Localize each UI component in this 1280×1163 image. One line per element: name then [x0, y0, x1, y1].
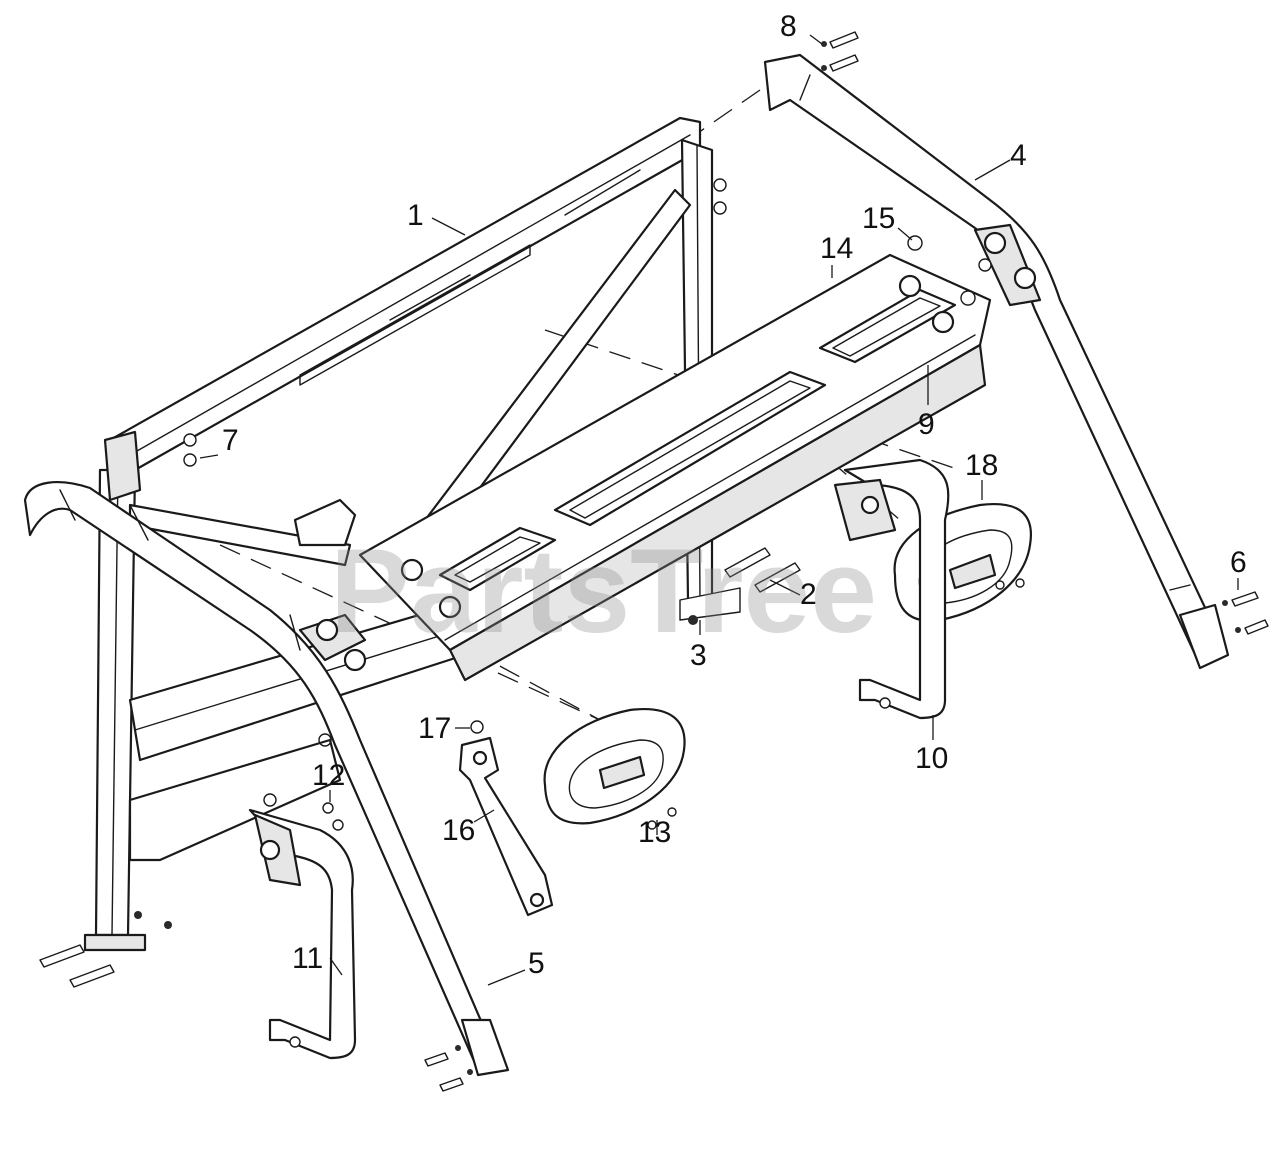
callout-7: 7	[222, 424, 239, 457]
callout-12: 12	[312, 759, 345, 792]
right-headrest-pad	[893, 502, 1032, 622]
hardware	[39, 31, 1269, 1092]
leader-lines	[199, 34, 1239, 986]
callout-11: 11	[292, 942, 323, 975]
callout-14: 14	[820, 232, 853, 265]
callout-13: 13	[638, 816, 671, 849]
callout-8: 8	[780, 10, 797, 43]
callout-16: 16	[442, 814, 475, 847]
callout-18: 18	[965, 449, 998, 482]
callout-3: 3	[690, 639, 707, 672]
callout-6: 6	[1230, 546, 1247, 579]
callouts: 1 2 3 4 5 6 7 8 9 10 11 12 13 14 15 16 1…	[222, 10, 1247, 980]
callout-17: 17	[418, 712, 451, 745]
left-headrest-bracket	[248, 808, 357, 1060]
support-link	[458, 736, 554, 917]
callout-5: 5	[528, 947, 545, 980]
watermark: PartsTree	[330, 524, 877, 658]
callout-9: 9	[918, 408, 935, 441]
center-headrest-pad	[543, 707, 686, 825]
callout-10: 10	[915, 742, 948, 775]
callout-2: 2	[800, 578, 817, 611]
callout-4: 4	[1010, 139, 1027, 172]
rear-panel	[358, 253, 992, 682]
left-roll-bar-tube	[23, 481, 510, 1077]
right-headrest-bracket	[833, 458, 950, 720]
right-roll-bar-tube	[763, 53, 1230, 670]
callout-15: 15	[862, 202, 895, 235]
callout-1: 1	[407, 199, 424, 232]
